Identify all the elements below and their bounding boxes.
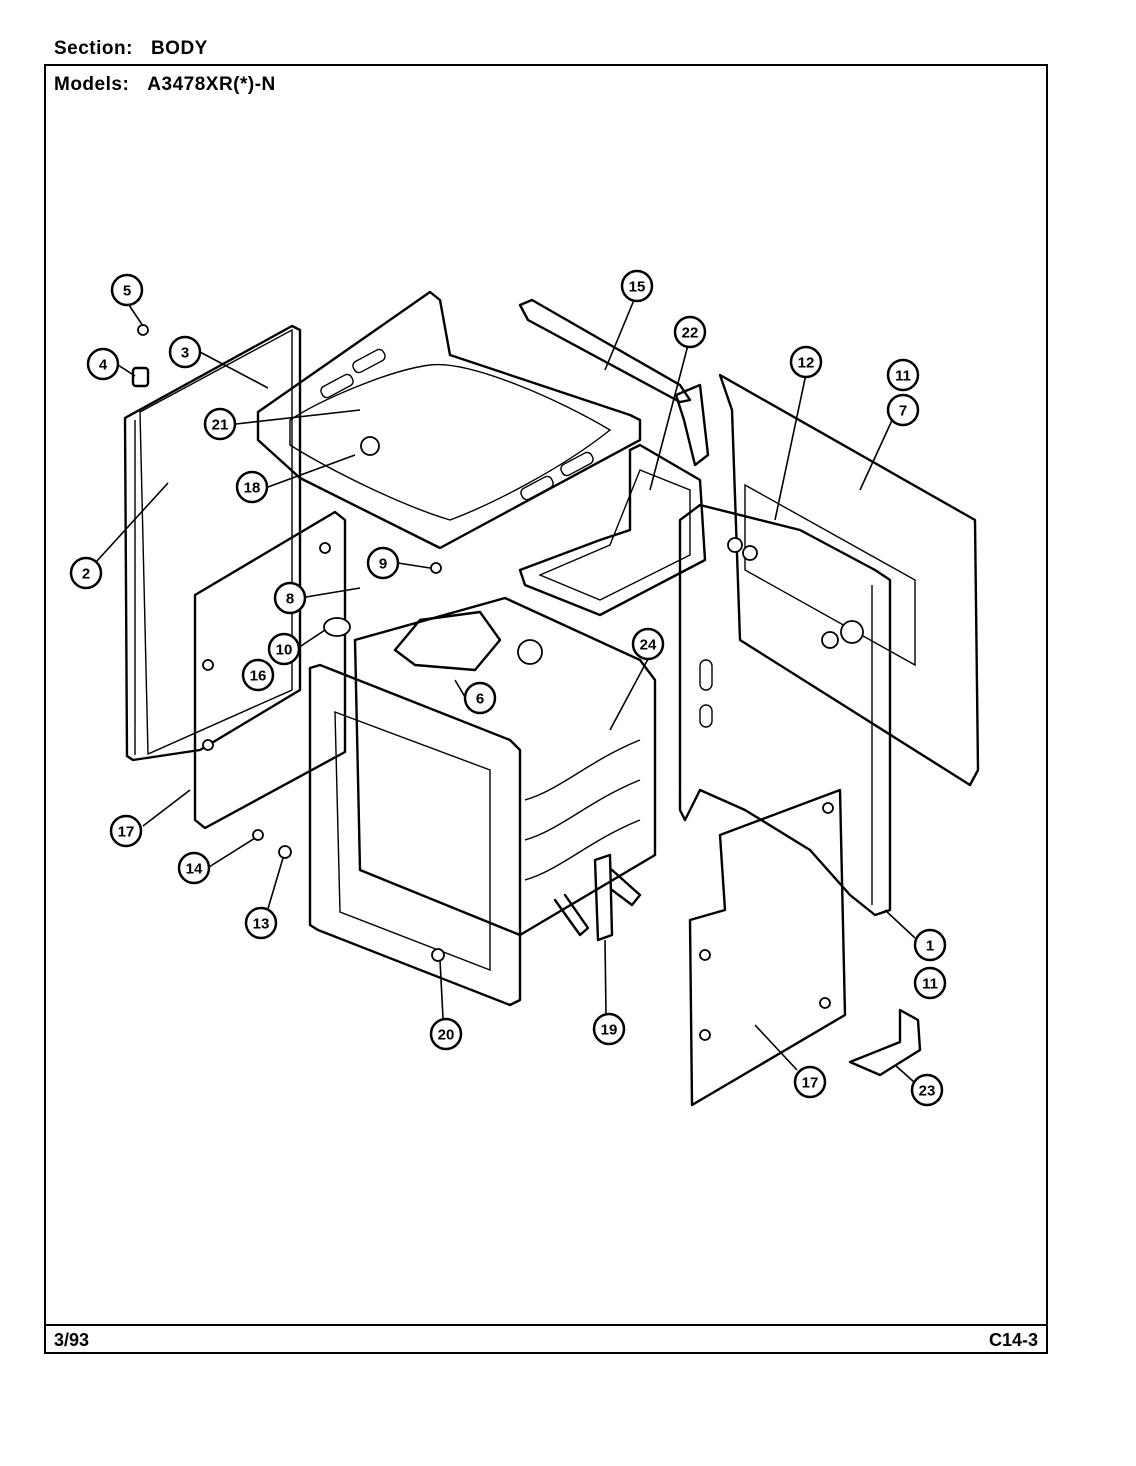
svg-text:12: 12 bbox=[798, 355, 815, 372]
callout-15: 15 bbox=[620, 269, 654, 303]
top-panel bbox=[256, 290, 642, 550]
rear-strip bbox=[518, 298, 710, 467]
left-side-panel bbox=[123, 324, 302, 762]
svg-text:17: 17 bbox=[802, 1075, 819, 1092]
callout-14: 14 bbox=[177, 851, 211, 885]
callout-4: 4 bbox=[86, 347, 120, 381]
callout-11-top: 11 bbox=[886, 358, 920, 392]
svg-text:11: 11 bbox=[895, 368, 911, 385]
section-label: Section: bbox=[54, 38, 133, 59]
svg-text:1: 1 bbox=[926, 938, 934, 955]
callout-6: 6 bbox=[463, 681, 497, 715]
svg-text:3: 3 bbox=[181, 345, 189, 362]
svg-text:23: 23 bbox=[919, 1083, 936, 1100]
callout-23: 23 bbox=[910, 1073, 944, 1107]
callout-18: 18 bbox=[235, 470, 269, 504]
callout-11-bottom: 11 bbox=[913, 966, 947, 1000]
svg-text:18: 18 bbox=[244, 480, 261, 497]
callout-17-right: 17 bbox=[793, 1065, 827, 1099]
models-value: A3478XR(*)-N bbox=[147, 74, 276, 95]
callout-24: 24 bbox=[631, 627, 665, 661]
svg-text:14: 14 bbox=[186, 861, 203, 878]
svg-text:4: 4 bbox=[99, 357, 108, 374]
diagram-frame bbox=[44, 64, 1048, 1354]
burner-bracket bbox=[393, 610, 502, 672]
leader-lines bbox=[95, 299, 916, 1083]
door-hinge bbox=[553, 853, 642, 942]
callout-12: 12 bbox=[789, 345, 823, 379]
callout-13: 13 bbox=[244, 906, 278, 940]
corner-bracket bbox=[848, 1008, 922, 1077]
svg-text:2: 2 bbox=[82, 566, 90, 583]
svg-text:22: 22 bbox=[682, 325, 699, 342]
svg-text:19: 19 bbox=[601, 1022, 618, 1039]
svg-text:6: 6 bbox=[476, 691, 484, 708]
svg-text:21: 21 bbox=[212, 417, 229, 434]
callout-3: 3 bbox=[168, 335, 202, 369]
svg-text:24: 24 bbox=[640, 637, 657, 654]
svg-text:16: 16 bbox=[250, 668, 267, 685]
vent-duct bbox=[518, 443, 707, 617]
callout-19: 19 bbox=[592, 1012, 626, 1046]
callout-17-left: 17 bbox=[109, 814, 143, 848]
fasteners bbox=[131, 324, 445, 962]
footer-rule bbox=[44, 1324, 1048, 1326]
section-line: Section: BODY bbox=[54, 38, 208, 60]
revision-date: 3/93 bbox=[54, 1330, 90, 1350]
callout-2: 2 bbox=[69, 556, 103, 590]
callout-9: 9 bbox=[366, 546, 400, 580]
svg-text:11: 11 bbox=[922, 976, 938, 993]
page-reference: C14-3 bbox=[988, 1330, 1038, 1350]
svg-text:13: 13 bbox=[253, 916, 270, 933]
callout-20: 20 bbox=[429, 1017, 463, 1051]
models-label: Models: bbox=[54, 74, 130, 95]
svg-text:8: 8 bbox=[286, 591, 294, 608]
callout-1: 1 bbox=[913, 928, 947, 962]
callout-8: 8 bbox=[273, 581, 307, 615]
svg-text:20: 20 bbox=[438, 1027, 455, 1044]
svg-text:10: 10 bbox=[276, 642, 293, 659]
oven-cavity bbox=[308, 596, 657, 1007]
svg-text:15: 15 bbox=[629, 279, 646, 296]
callout-7: 7 bbox=[886, 393, 920, 427]
svg-text:17: 17 bbox=[118, 824, 135, 841]
callout-10: 10 bbox=[267, 632, 301, 666]
svg-text:7: 7 bbox=[899, 403, 907, 420]
rear-frame bbox=[678, 503, 892, 917]
callout-5: 5 bbox=[110, 273, 144, 307]
right-side-panel bbox=[688, 788, 847, 1107]
left-inner-panel bbox=[193, 510, 347, 830]
svg-text:5: 5 bbox=[123, 283, 131, 300]
models-line: Models: A3478XR(*)-N bbox=[54, 74, 276, 96]
callout-21: 21 bbox=[203, 407, 237, 441]
back-panel bbox=[718, 373, 980, 787]
svg-text:9: 9 bbox=[379, 556, 387, 573]
callout-22: 22 bbox=[673, 315, 707, 349]
callout-16: 16 bbox=[241, 658, 275, 692]
section-value: BODY bbox=[150, 38, 208, 59]
